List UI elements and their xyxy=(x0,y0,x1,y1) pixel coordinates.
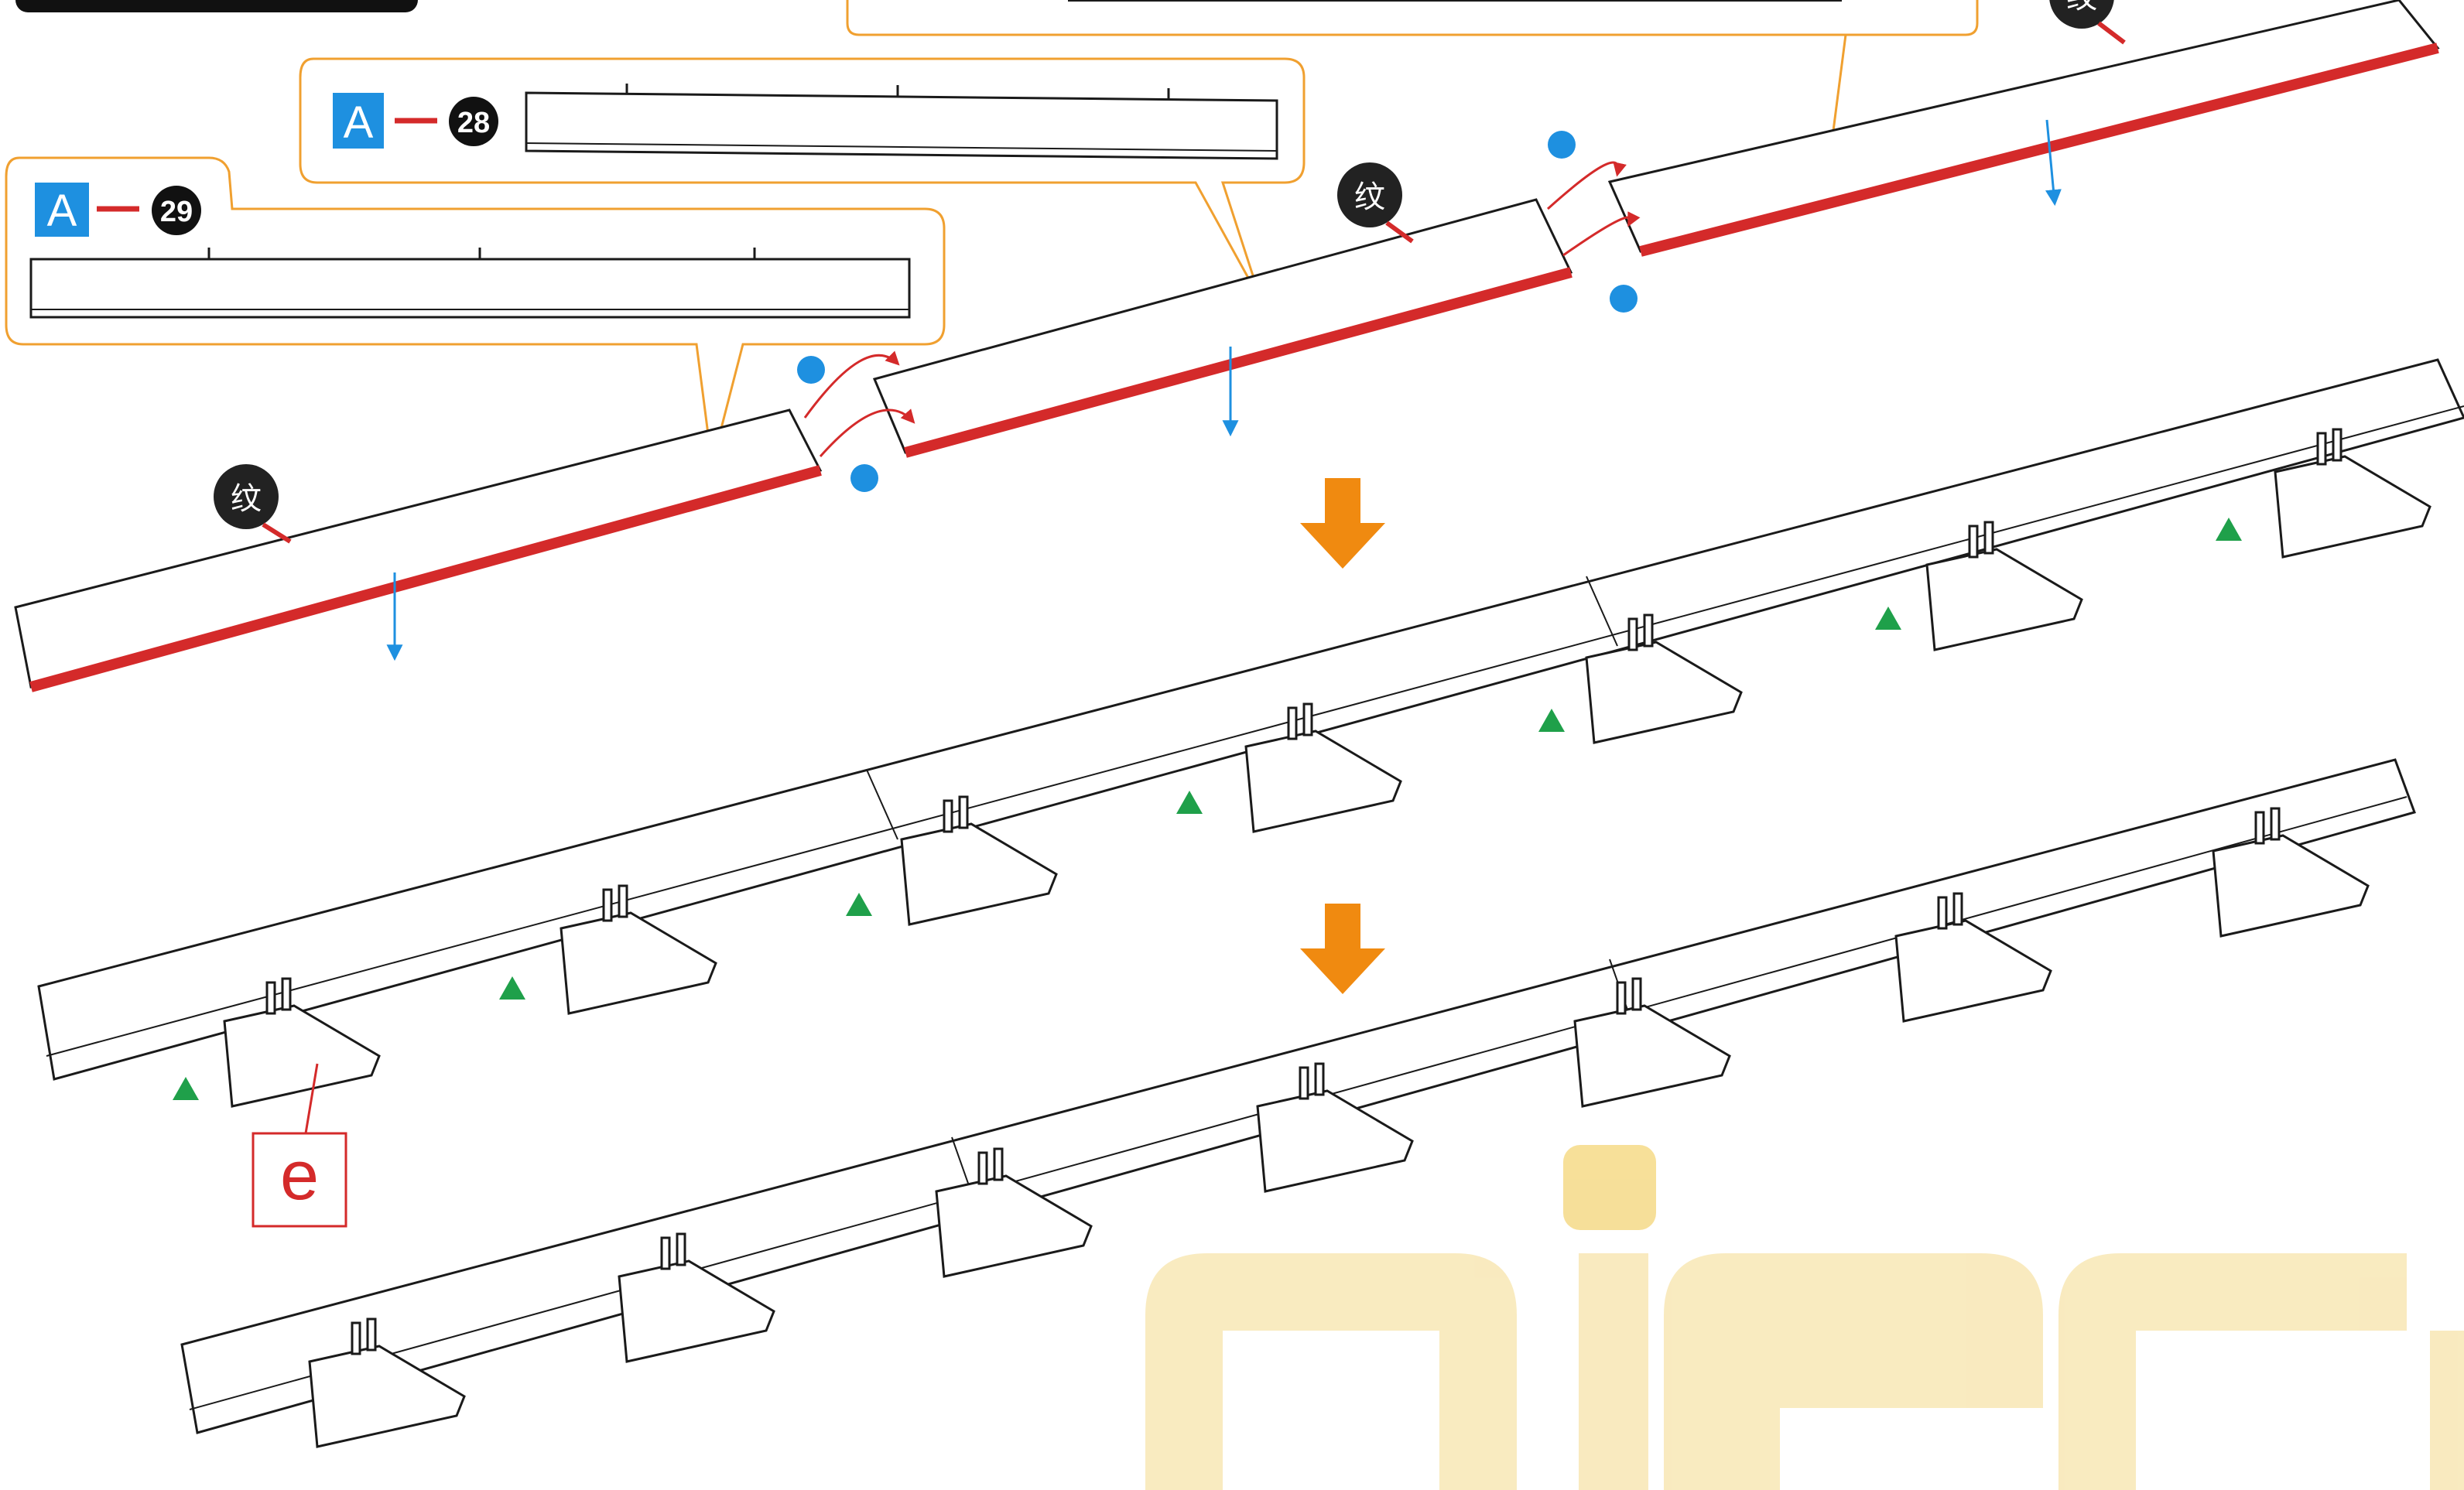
bracket-part xyxy=(1573,977,1731,1108)
watermark-logo xyxy=(1145,1145,2464,1490)
bracket-part xyxy=(618,1232,775,1363)
blue-dot-icon xyxy=(797,131,1638,492)
callout-a28: A 28 xyxy=(299,57,1306,302)
bracket-part xyxy=(308,1317,466,1448)
bracket-part xyxy=(1585,613,1743,744)
green-triangle-icon xyxy=(1176,791,1203,814)
svg-text:纹: 纹 xyxy=(1354,180,1385,214)
stage2-assembly xyxy=(37,358,2464,1108)
bracket-part xyxy=(1925,521,2083,651)
svg-text:纹: 纹 xyxy=(2066,0,2097,15)
part-letter-badge xyxy=(333,93,384,149)
green-triangle-icon xyxy=(173,1077,199,1100)
green-triangle-icon xyxy=(1875,607,1901,630)
green-triangle-icon xyxy=(1538,709,1565,732)
part-label: e xyxy=(280,1137,319,1215)
part-letter-badge xyxy=(35,183,89,237)
bracket-part xyxy=(935,1147,1093,1278)
stage1-rails xyxy=(14,0,2440,692)
down-arrow-icon xyxy=(1300,478,1385,994)
green-triangle-icon xyxy=(2216,518,2242,541)
green-triangle-icon xyxy=(846,893,872,916)
bracket-part xyxy=(560,884,717,1015)
bracket-part xyxy=(1244,702,1402,833)
bracket-part xyxy=(900,795,1058,926)
part-label-e: e xyxy=(252,1063,347,1228)
bracket-part xyxy=(1256,1062,1414,1193)
callout-a29: A 29 xyxy=(5,156,946,465)
stage3-assembly xyxy=(180,758,2416,1448)
bracket-part xyxy=(2274,428,2431,559)
part-letter: A xyxy=(47,186,77,236)
green-triangle-icon xyxy=(499,976,525,1000)
part-number: 29 xyxy=(160,196,193,228)
bracket-part xyxy=(223,977,381,1108)
part-number: 28 xyxy=(457,107,490,139)
part-letter: A xyxy=(344,97,374,148)
bracket-part xyxy=(2212,807,2370,938)
texture-badge-icon: 纹 纹 纹 xyxy=(214,0,2126,544)
header-tab xyxy=(15,0,418,12)
bracket-part xyxy=(1894,892,2052,1023)
svg-text:纹: 纹 xyxy=(231,482,262,516)
